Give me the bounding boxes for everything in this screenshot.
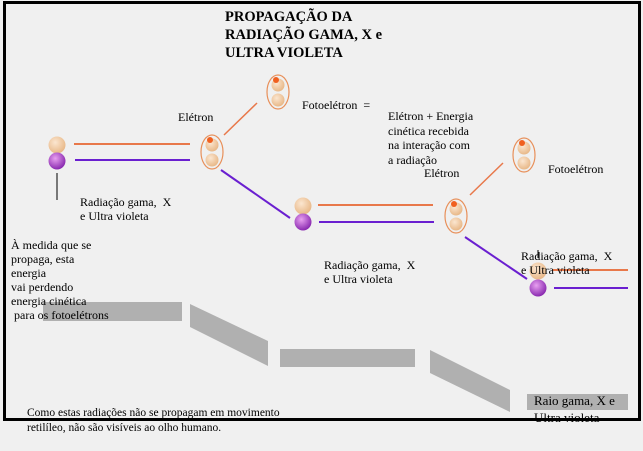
photoelectron-label-2: Fotoelétron bbox=[548, 162, 604, 176]
electron-2 bbox=[444, 198, 468, 234]
atom-2 bbox=[294, 197, 312, 231]
photoelectron-path-1 bbox=[223, 102, 258, 136]
electron-label-2: Elétron bbox=[424, 166, 460, 180]
photoelectron-1 bbox=[266, 74, 290, 110]
photoelectron-label-1: Fotoelétron = bbox=[302, 98, 371, 112]
purple-scatter-2 bbox=[464, 236, 528, 280]
photoelectron-2 bbox=[512, 137, 536, 173]
electron-1 bbox=[200, 134, 224, 170]
zigzag-path bbox=[43, 302, 628, 412]
diagram-frame bbox=[3, 1, 641, 421]
atom-1 bbox=[48, 136, 66, 170]
electron-label-1: Elétron bbox=[178, 110, 214, 124]
purple-scatter-1 bbox=[220, 169, 291, 219]
diagram-graphics bbox=[43, 74, 628, 412]
atom-3 bbox=[529, 262, 547, 297]
photoelectron-path-2 bbox=[469, 162, 504, 196]
bottom-note: Como estas radiações não se propagam em … bbox=[27, 407, 280, 434]
